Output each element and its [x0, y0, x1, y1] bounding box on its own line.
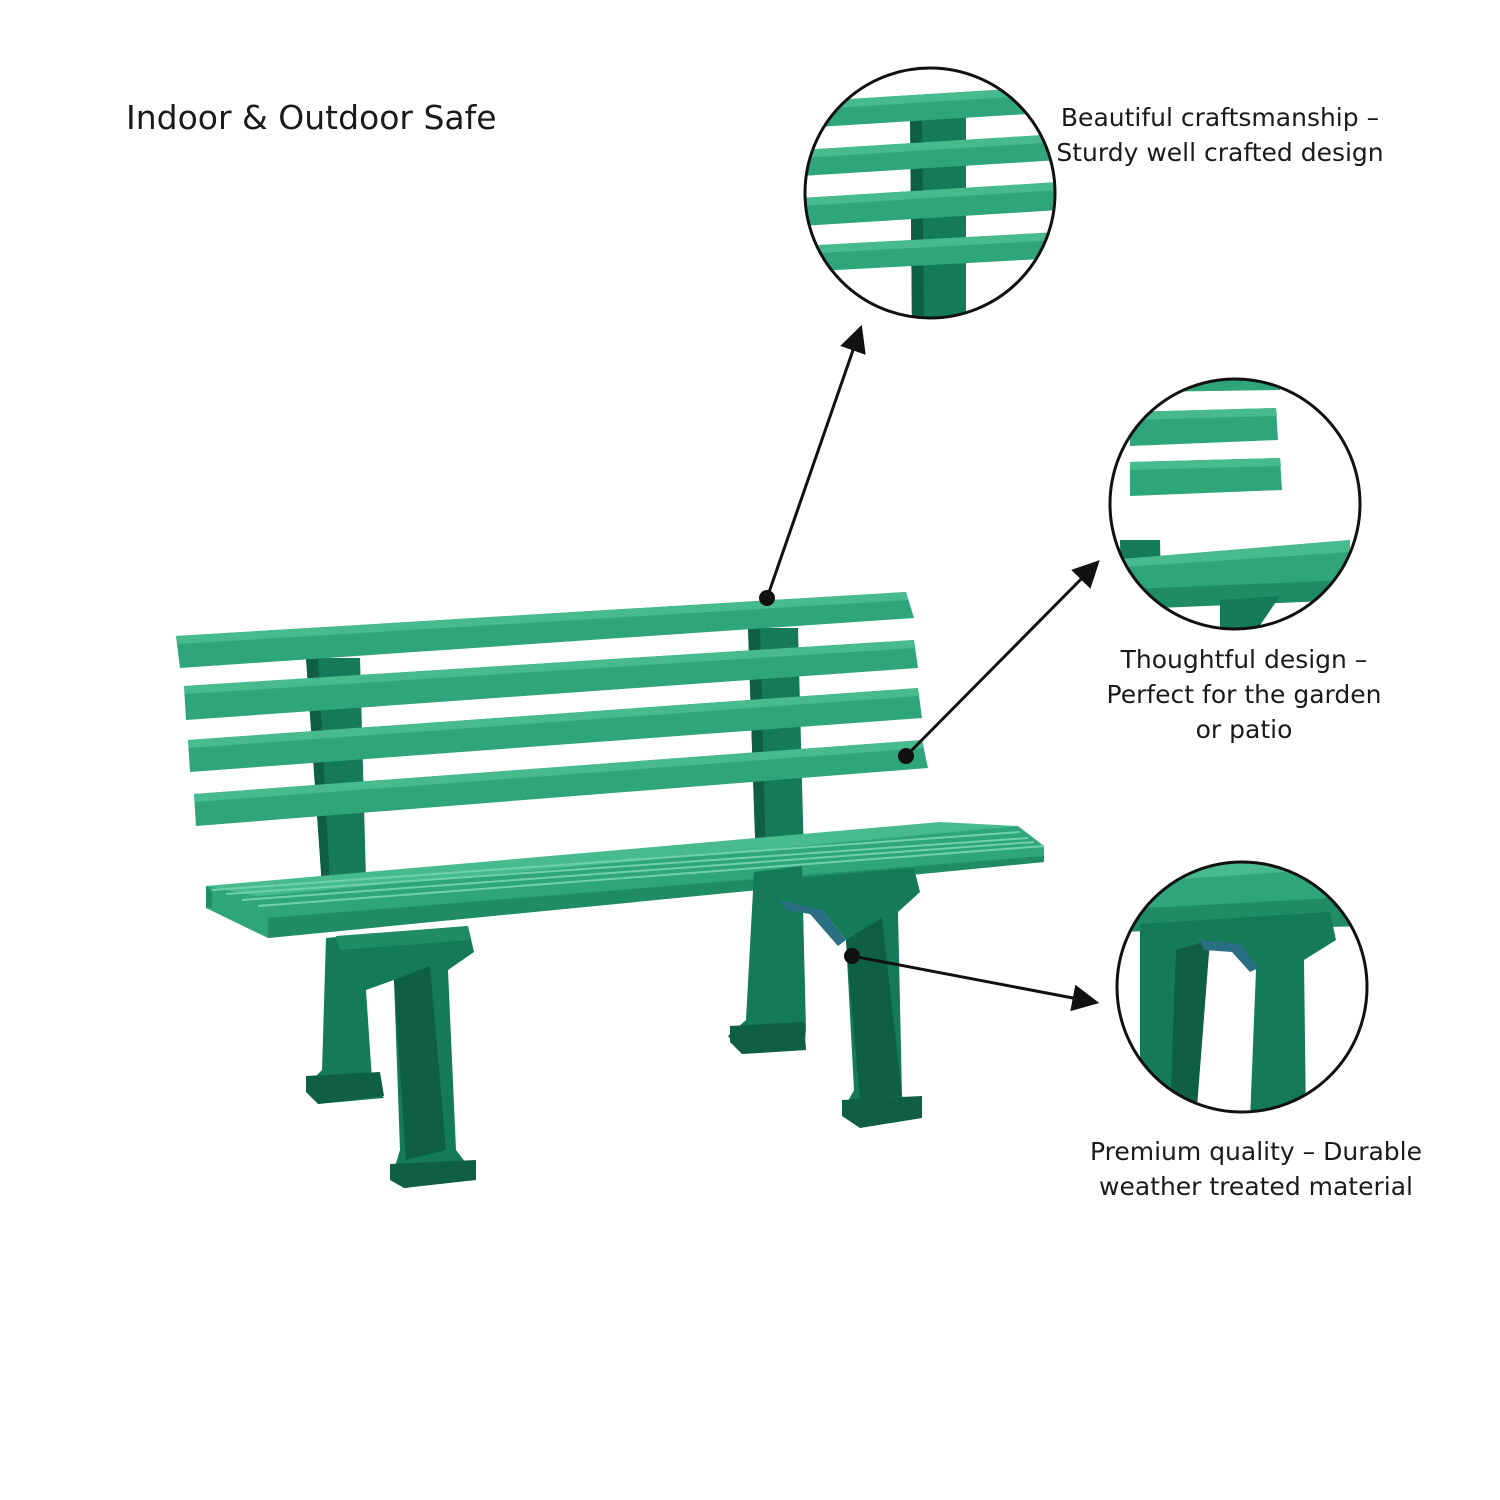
zoom-circle-leg: [1115, 860, 1369, 1114]
backrest-slats: [176, 592, 928, 826]
zoom-circle-slat: [1108, 377, 1362, 631]
back-post-right: [748, 628, 804, 866]
leg-front-left: [306, 926, 476, 1188]
callout-caption-quality: Premium quality – Durable weather treate…: [1076, 1134, 1436, 1204]
back-post-left: [306, 658, 366, 886]
caption-line: or patio: [1195, 715, 1293, 744]
headline: Indoor & Outdoor Safe: [126, 98, 497, 137]
bench: [176, 592, 1045, 1188]
caption-line: Beautiful craftsmanship –: [1060, 103, 1380, 132]
caption-line: Premium quality – Durable: [1090, 1137, 1422, 1166]
leg-back-right: [728, 866, 806, 1054]
arrow-icon: [904, 560, 1100, 758]
callout-caption-craftsmanship: Beautiful craftsmanship – Sturdy well cr…: [1040, 100, 1400, 170]
arrow-icon: [851, 954, 1100, 1012]
leg-front-right: [772, 868, 922, 1128]
caption-line: Sturdy well crafted design: [1056, 138, 1384, 167]
callout-caption-design: Thoughtful design – Perfect for the gard…: [1064, 642, 1424, 747]
caption-line: Perfect for the garden: [1106, 680, 1382, 709]
callout-arrows: [759, 324, 1100, 1012]
arrow-icon: [765, 324, 866, 599]
caption-line: Thoughtful design –: [1120, 645, 1368, 674]
caption-line: weather treated material: [1099, 1172, 1413, 1201]
zoom-circle-backrest: [803, 66, 1057, 320]
